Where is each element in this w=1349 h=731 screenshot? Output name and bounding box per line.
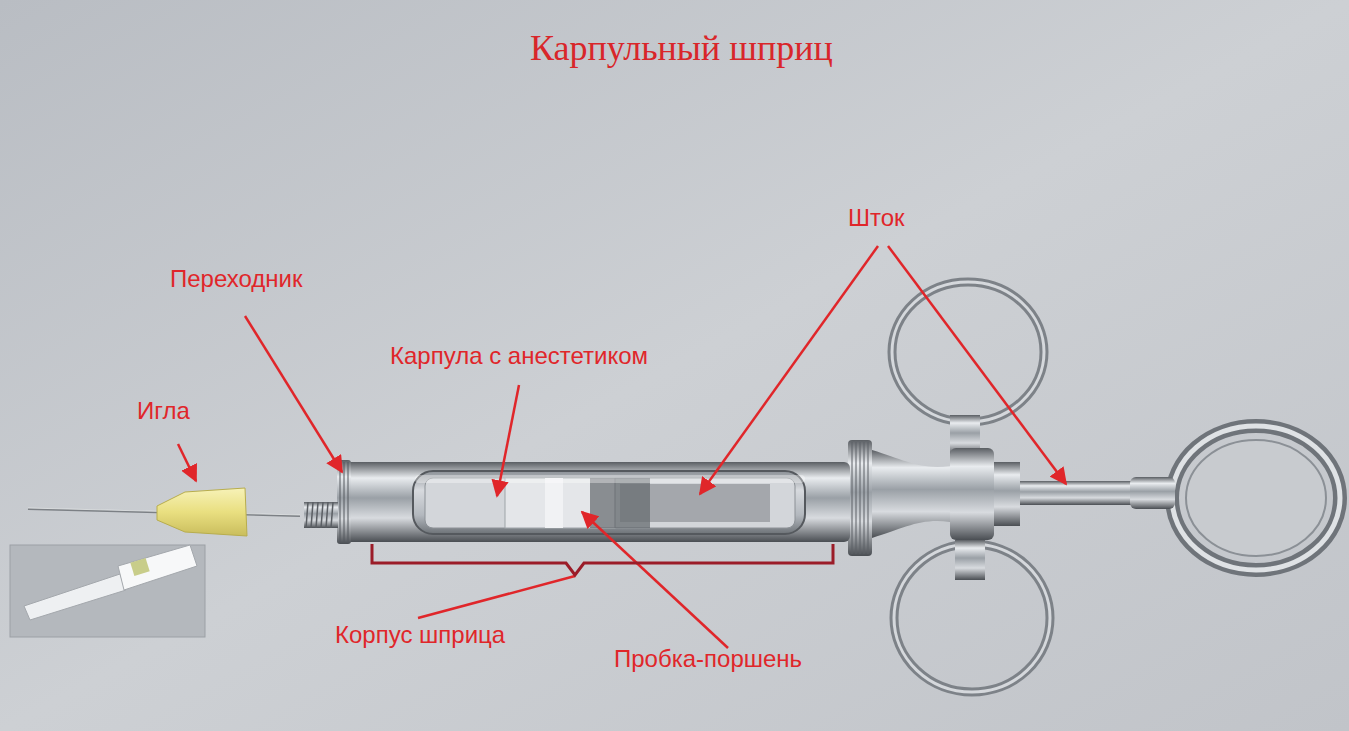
part-label: Пробка-поршень: [614, 646, 802, 672]
part-label: Шток: [848, 205, 905, 231]
body-bracket: [372, 544, 833, 575]
part-label: Корпус шприца: [335, 622, 505, 648]
part-label: Карпула с анестетиком: [390, 343, 648, 369]
leader-lines: [178, 246, 1066, 648]
title: Карпульный шприц: [530, 29, 833, 69]
part-label: Игла: [137, 398, 190, 424]
part-label: Переходник: [170, 266, 302, 292]
